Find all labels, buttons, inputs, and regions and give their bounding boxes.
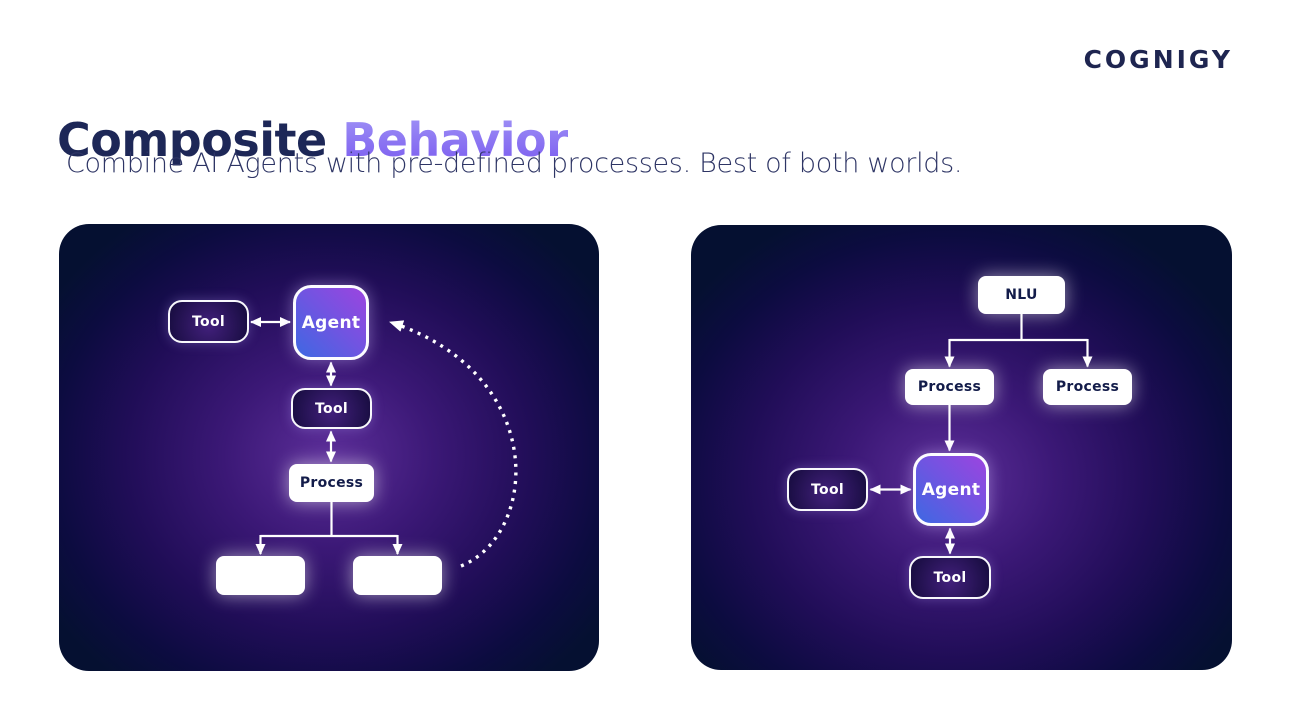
- left-diagram-panel: Tool Agent Tool Process: [59, 224, 599, 671]
- page-subtitle: Combine AI Agents with pre-defined proce…: [66, 148, 963, 179]
- left-diagram-connectors: [250, 317, 518, 568]
- right-diagram-panel: NLU Process Process Agent Tool Tool: [691, 225, 1232, 670]
- cognigy-logo: COGNIGY: [1083, 45, 1233, 74]
- node-blank-right: [353, 556, 442, 595]
- node-blank-left: [216, 556, 305, 595]
- node-agent: Agent: [913, 453, 989, 526]
- title-accent: Behavior: [342, 112, 569, 167]
- node-nlu: NLU: [978, 276, 1065, 314]
- right-diagram-connectors: [869, 314, 1093, 555]
- node-process: Process: [289, 464, 374, 502]
- node-agent: Agent: [293, 285, 369, 360]
- branch-process-children: [260, 502, 398, 538]
- node-tool-top: Tool: [168, 300, 249, 343]
- node-tool-mid: Tool: [291, 388, 372, 429]
- node-tool-bottom: Tool: [909, 556, 991, 599]
- page-title: Composite Behavior: [57, 112, 569, 167]
- branch-nlu-children: [949, 314, 1088, 342]
- node-process-left: Process: [905, 369, 994, 405]
- node-process-right: Process: [1043, 369, 1132, 405]
- node-tool-side: Tool: [787, 468, 868, 511]
- dotted-feedback-arc: [389, 320, 518, 568]
- title-primary: Composite: [57, 112, 327, 167]
